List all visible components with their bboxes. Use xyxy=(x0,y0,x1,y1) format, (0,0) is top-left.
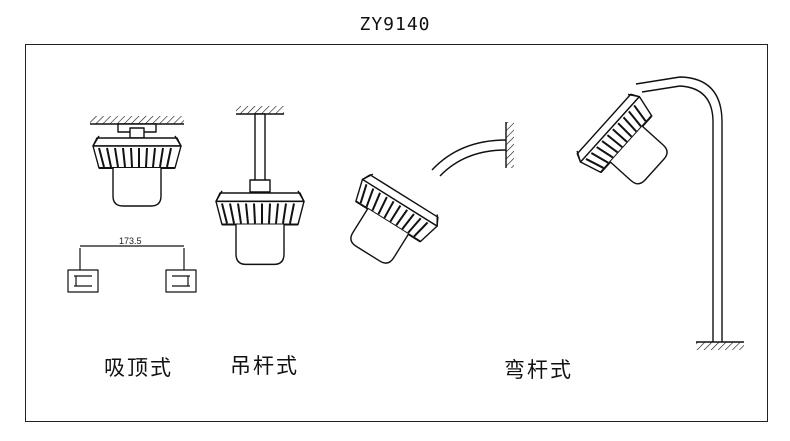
drawing-frame xyxy=(25,44,768,422)
wall-bent-arm-lamp xyxy=(329,122,514,278)
bracket-dimension-label: 173.5 xyxy=(119,236,142,246)
ceiling-mount-lamp xyxy=(90,116,184,207)
caption-ceiling-mount: 吸顶式 xyxy=(104,356,173,380)
drawing-title: ZY9140 xyxy=(359,14,431,35)
pendant-mount-lamp xyxy=(214,106,306,266)
caption-bent-arm-mount: 弯杆式 xyxy=(504,358,573,382)
mounting-bracket xyxy=(67,245,197,293)
post-bent-arm-lamp xyxy=(572,76,744,350)
caption-pendant-mount: 吊杆式 xyxy=(230,354,299,378)
